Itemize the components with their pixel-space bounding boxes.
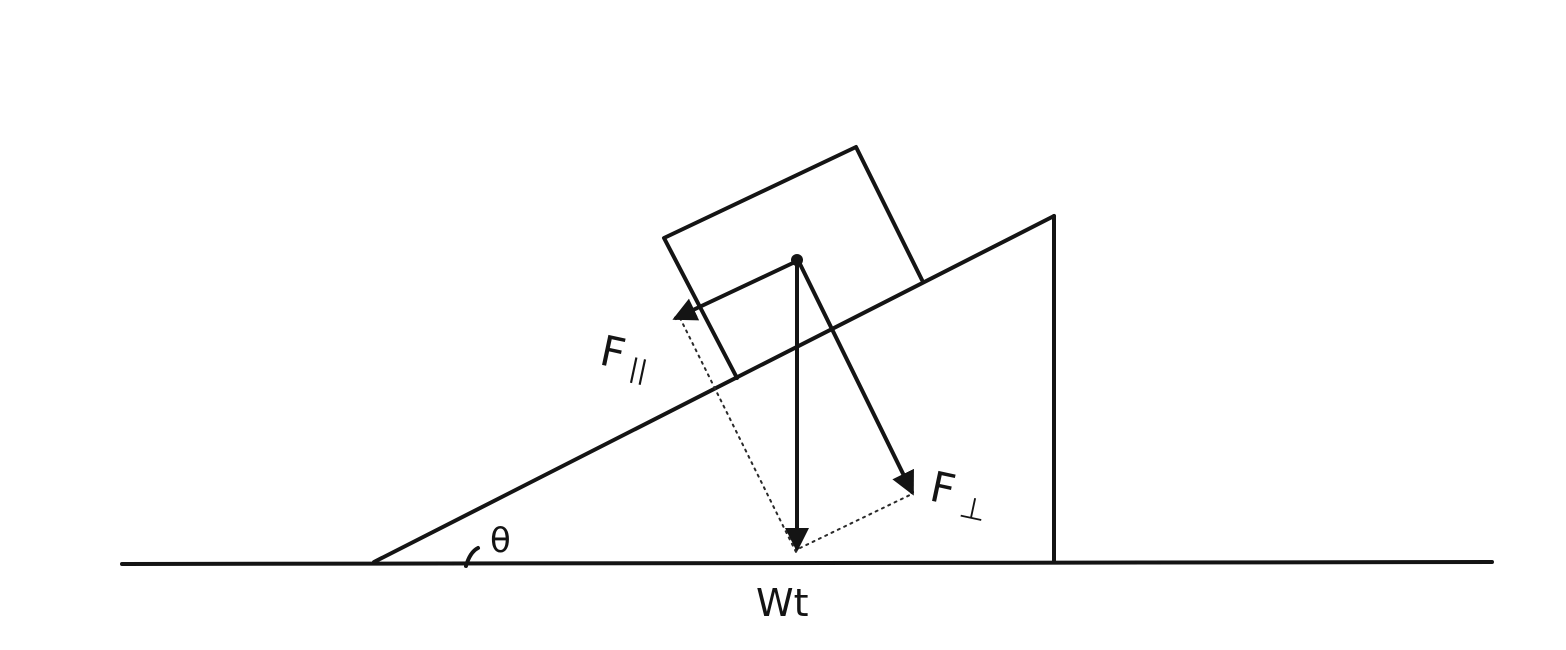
perpendicular-force-arrow [797,260,914,496]
parallel-force-subscript: || [627,354,650,387]
angle-label: θ [490,521,511,561]
angle-arc [464,546,480,568]
ground-line [120,560,1494,566]
parallel-force-arrow [672,260,797,321]
weight-label: Wt [756,581,808,625]
construction-line-perpendicular [799,493,913,549]
parallel-force-label: F [596,326,630,379]
perpendicular-force-subscript: ⊥ [956,490,989,530]
construction-line-parallel [679,317,797,553]
incline-surface [372,214,1056,564]
perpendicular-force-label: F [926,462,960,515]
